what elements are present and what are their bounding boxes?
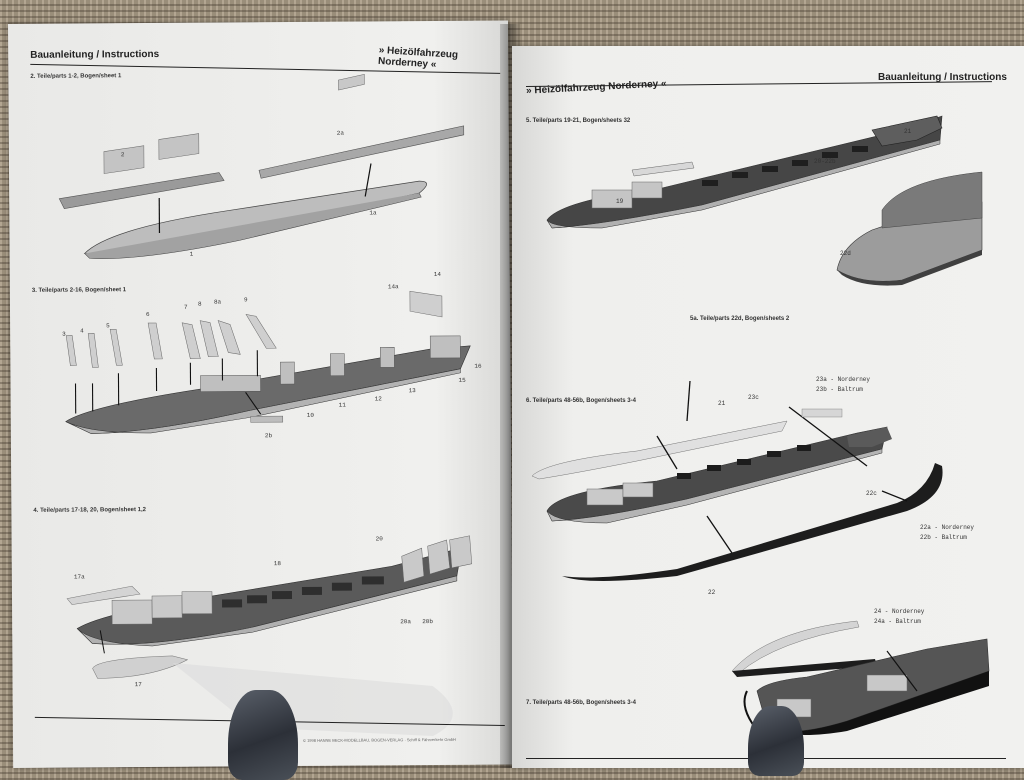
label-part-16: 16	[474, 363, 481, 370]
label-part-1a: 1a	[369, 209, 376, 216]
label-part-9: 9	[244, 296, 248, 303]
label-part-13: 13	[409, 387, 416, 394]
step-7-title: 7. Teile/parts 48-56b, Bogen/sheets 3-4	[526, 700, 636, 706]
binder-clip-left	[228, 690, 298, 780]
step-2-title: 2. Teile/parts 1-2, Bogen/sheet 1	[30, 73, 121, 80]
step-5-figure	[542, 110, 992, 300]
label-part-20-22b: 20-22b	[814, 158, 836, 165]
step-3-figure	[50, 291, 491, 454]
binder-clip-right	[748, 706, 804, 776]
label-part-11: 11	[339, 402, 346, 409]
step-6-figure	[527, 381, 957, 596]
step-4-title: 4. Teile/parts 17-18, 20, Bogen/sheet 1,…	[33, 507, 146, 514]
label-part-2: 2	[121, 151, 125, 158]
label-part-17: 17	[135, 681, 142, 688]
label-part-22c: 22c	[866, 490, 877, 497]
label-part-20a: 20a	[400, 618, 411, 625]
step-2-figure	[49, 101, 450, 264]
label-part-20b: 20b	[422, 618, 433, 625]
step-5a-title: 5a. Teile/parts 22d, Bogen/sheets 2	[690, 316, 789, 322]
label-part-6: 6	[146, 311, 150, 318]
label-part-22d: 22d	[840, 250, 851, 257]
label-part-14: 14	[434, 271, 441, 278]
label-part-22: 22	[708, 589, 715, 596]
label-part-23c: 23c	[748, 394, 759, 401]
label-part-15: 15	[458, 377, 465, 384]
label-part-20: 20	[376, 535, 383, 542]
label-part-8: 8	[198, 301, 202, 308]
label-part-2b: 2b	[265, 432, 272, 439]
label-part-18: 18	[274, 560, 281, 567]
label-part-7: 7	[184, 304, 188, 311]
right-page: » Heizölfahrzeug Norderney « Bauanleitun…	[512, 46, 1024, 768]
label-part-12: 12	[375, 395, 382, 402]
label-part-23a: 23a - Norderney	[816, 376, 870, 383]
label-part-21-step6: 21	[718, 400, 725, 407]
label-part-10: 10	[307, 412, 314, 419]
left-header-title: Bauanleitung / Instructions	[30, 49, 159, 61]
left-copyright: © 1998 HANNE BECK-MODELLBAU, BOGEN-VERLA…	[303, 737, 456, 743]
label-part-3: 3	[62, 331, 66, 338]
label-part-5: 5	[106, 322, 110, 329]
label-part-8a: 8a	[214, 299, 221, 306]
label-part-23b: 23b - Baltrum	[816, 386, 863, 393]
left-page: Bauanleitung / Instructions » Heizölfahr…	[8, 21, 513, 768]
label-part-19: 19	[616, 198, 623, 205]
label-part-2a: 2a	[337, 130, 344, 137]
label-part-1: 1	[190, 251, 194, 258]
right-header-model: » Heizölfahrzeug Norderney «	[526, 78, 667, 96]
label-part-17a: 17a	[74, 573, 85, 580]
label-part-22a: 22a - Norderney	[920, 524, 974, 531]
label-part-4: 4	[80, 327, 84, 334]
label-part-22b: 22b - Baltrum	[920, 534, 967, 541]
label-part-21: 21	[904, 128, 911, 135]
label-part-14a: 14a	[388, 283, 399, 290]
